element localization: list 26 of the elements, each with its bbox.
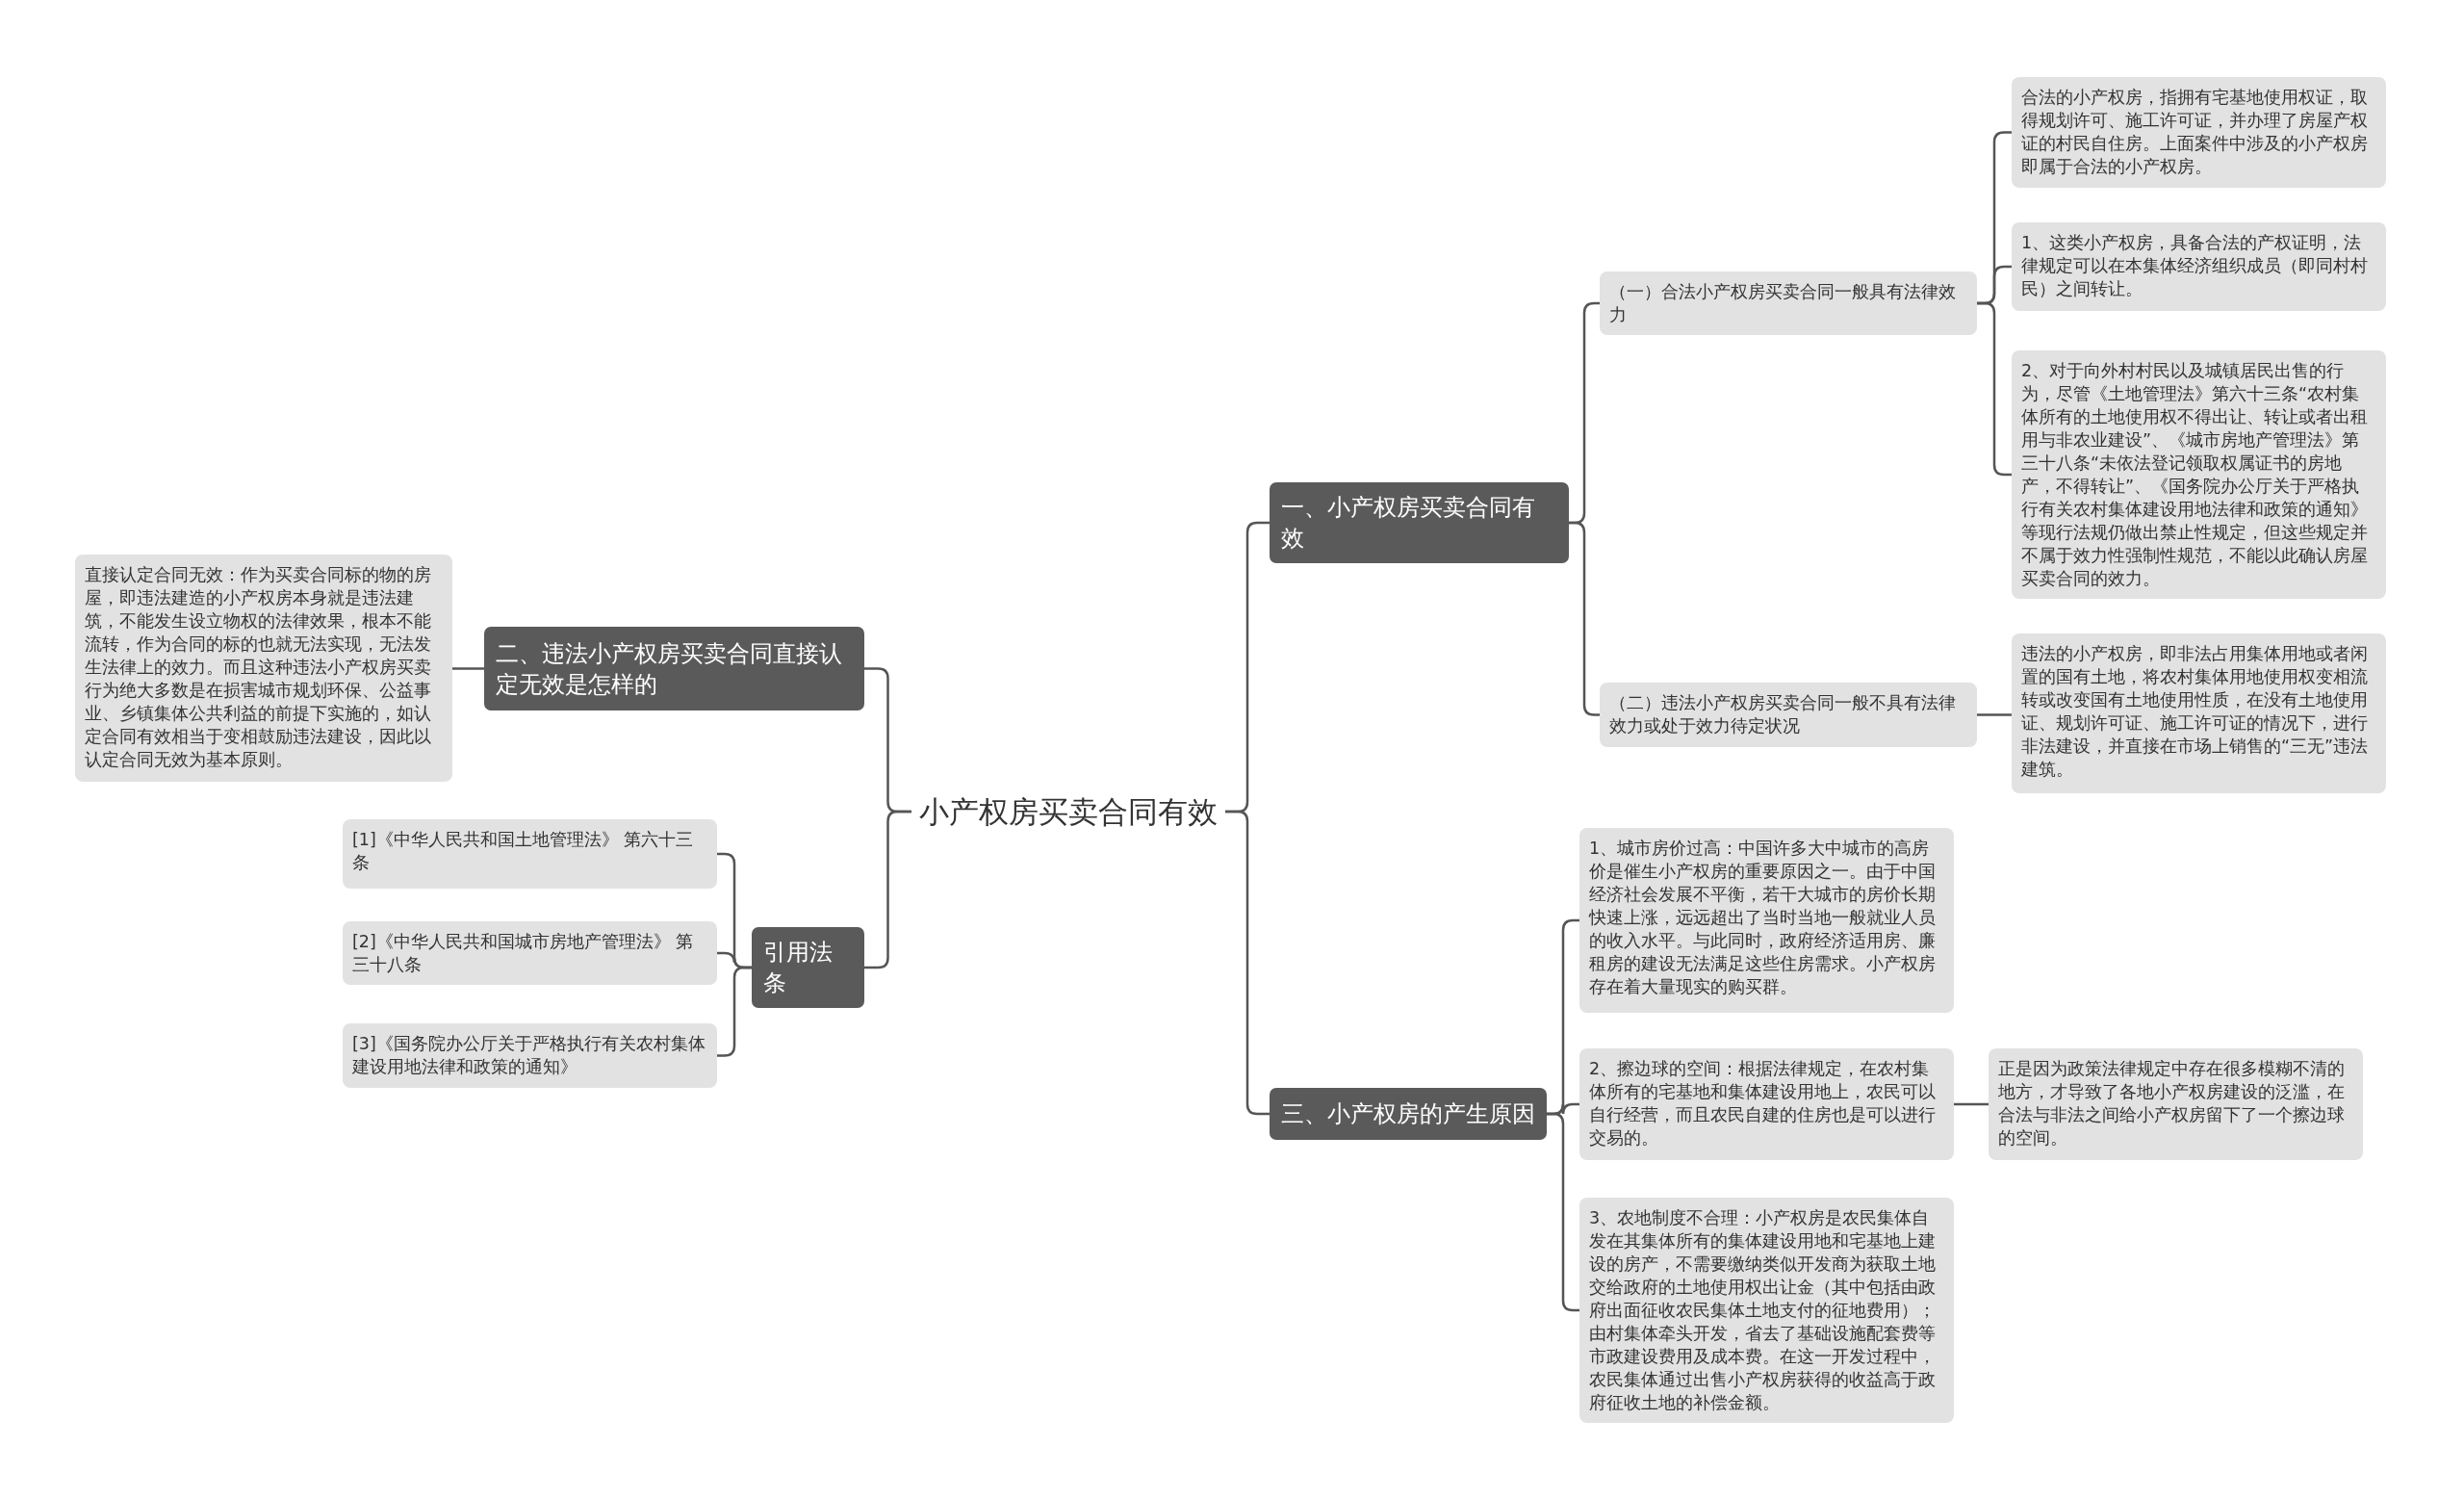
connector-line [452, 667, 484, 670]
subtopic-box: 2、对于向外村村民以及城镇居民出售的行为，尽管《土地管理法》第六十三条“农村集体所有的土地使用权不得出让、转让或者出租用与非农业建设”、《城市房地产管理法》第三十八条“未依法登记领取权属证书的房地产，不得转让”、《国务院办公厅关于严格执行有关农村集体建设用地法律和政策的通知》等现行法规仍做出禁止性规定，但这些规定并不属于效力性强制性规范，不能以此确认房屋买卖合同的效力。 [2012, 350, 2386, 599]
subtopic-box: （一）合法小产权房买卖合同一般具有法律效力 [1600, 271, 1977, 335]
central-topic: 小产权房买卖合同有效 [911, 789, 1225, 834]
subtopic-box: [1]《中华人民共和国土地管理法》 第六十三条 [343, 819, 717, 889]
subtopic-box: 1、城市房价过高：中国许多大中城市的高房价是催生小产权房的重要原因之一。由于中国经济社会发展不平衡，若干大城市的房价长期快速上涨，远远超出了当时当地一般就业人员的收入水平。与此同时，政府经济适用房、廉租房的建设无法满足这些住房需求。小产权房存在着大量现实的购买群。 [1579, 828, 1954, 1013]
topic-box: 引用法条 [752, 927, 864, 1008]
connector-line [864, 810, 911, 969]
subtopic-box: [3]《国务院办公厅关于严格执行有关农村集体建设用地法律和政策的通知》 [343, 1023, 717, 1088]
connector-line [1954, 1102, 1989, 1106]
topic-box: 一、小产权房买卖合同有效 [1270, 482, 1569, 563]
connector-line [1977, 713, 2012, 716]
subtopic-box: 3、农地制度不合理：小产权房是农民集体自发在其集体所有的集体建设用地和宅基地上建设的房产，不需要缴纳类似开发商为获取土地交给政府的土地使用权出让金（其中包括由政府出面征收农民集体土地支付的征地费用）；由村集体牵头开发，省去了基础设施配套费等市政建设费用及成本费。在这一开发过程中，农民集体通过出售小产权房获得的收益高于政府征收土地的补偿金额。 [1579, 1198, 1954, 1423]
subtopic-box: 违法的小产权房，即非法占用集体用地或者闲置的国有土地，将农村集体用地使用权变相流转或改变国有土地使用性质，在没有土地使用证、规划许可证、施工许可证的情况下，进行非法建设，并直接在市场上销售的“三无”违法建筑。 [2012, 633, 2386, 793]
subtopic-box: [2]《中华人民共和国城市房地产管理法》 第三十八条 [343, 921, 717, 985]
connector-line [1225, 810, 1270, 1116]
connector-line [1977, 301, 2012, 477]
connector-line [717, 966, 752, 1057]
subtopic-box: 1、这类小产权房，具备合法的产权证明，法律规定可以在本集体经济组织成员（即同村村民）之间转让。 [2012, 222, 2386, 311]
subtopic-box: 合法的小产权房，指拥有宅基地使用权证，取得规划许可、施工许可证，并办理了房屋产权证的村民自住房。上面案件中涉及的小产权房即属于合法的小产权房。 [2012, 77, 2386, 188]
subtopic-box: （二）违法小产权房买卖合同一般不具有法律效力或处于效力待定状况 [1600, 683, 1977, 747]
subtopic-box: 2、擦边球的空间：根据法律规定，在农村集体所有的宅基地和集体建设用地上，农民可以自行经营，而且农民自建的住房也是可以进行交易的。 [1579, 1048, 1954, 1160]
topic-box: 三、小产权房的产生原因 [1270, 1088, 1547, 1140]
topic-box: 二、违法小产权房买卖合同直接认定无效是怎样的 [484, 627, 864, 710]
subtopic-box: 正是因为政策法律规定中存在很多模糊不清的地方，才导致了各地小产权房建设的泛滥，在合法与非法之间给小产权房留下了一个擦边球的空间。 [1989, 1048, 2363, 1160]
subtopic-box: 直接认定合同无效：作为买卖合同标的物的房屋，即违法建造的小产权房本身就是违法建筑，不能发生设立物权的法律效果，根本不能流转，作为合同的标的也就无法实现，无法发生法律上的效力。而且这种违法小产权房买卖行为绝大多数是在损害城市规划环保、公益事业、乡镇集体公共利益的前提下实施的，如认定合同有效相当于变相鼓励违法建设，因此以认定合同无效为基本原则。 [75, 555, 452, 782]
